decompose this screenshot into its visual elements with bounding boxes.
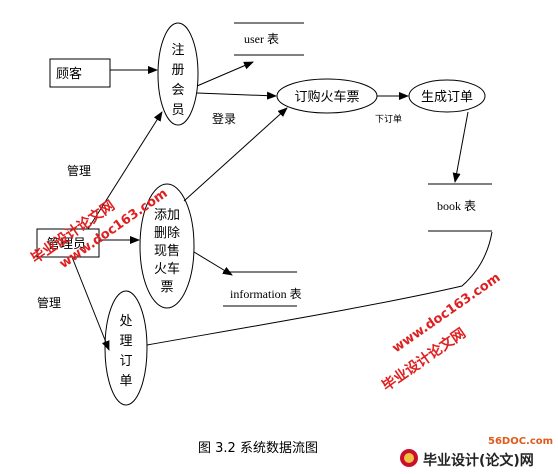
flow-create-order-to-book-table	[452, 111, 469, 183]
process-register-line-4: 员	[171, 103, 184, 118]
store-user-table: user 表	[234, 22, 304, 56]
flow-handle-order-to-book-table	[146, 231, 493, 346]
site-logo: 56DOC.com 毕业设计(论文)网	[400, 436, 553, 469]
process-handle-order: 处 理 订 单	[104, 290, 148, 406]
logo-small-text: 56DOC.com	[488, 436, 553, 447]
process-add-tickets-line-2: 删除	[154, 226, 180, 241]
process-order-line-1: 处	[119, 314, 132, 329]
process-add-tickets-line-1: 添加	[154, 208, 180, 223]
process-add-tickets-line-5: 票	[160, 280, 173, 295]
flow-register-to-book	[196, 91, 277, 100]
process-create-order: 生成订单	[408, 79, 486, 113]
store-information-label: information 表	[230, 287, 302, 301]
flow-admin-to-handle-order	[71, 256, 110, 351]
entity-customer-label: 顾客	[56, 66, 82, 82]
process-create-order-label: 生成订单	[421, 90, 473, 105]
process-order-line-4: 单	[119, 374, 132, 389]
entity-admin: 管理员	[36, 228, 100, 258]
entity-customer: 顾客	[49, 58, 111, 88]
entity-admin-label: 管理员	[47, 237, 86, 252]
flow-label-login: 登录	[212, 111, 236, 126]
process-order-line-3: 订	[119, 354, 132, 369]
store-user-label: user 表	[244, 32, 279, 46]
flow-add-tickets-to-book	[183, 107, 288, 202]
flow-label-manage-2: 管理	[37, 295, 61, 310]
flow-admin-to-register	[87, 111, 163, 230]
process-book-ticket: 订购火车票	[276, 78, 378, 114]
logo-large-text: 毕业设计(论文)网	[423, 452, 534, 469]
process-register-member: 注 册 会 员	[157, 22, 199, 126]
process-order-line-2: 理	[119, 334, 132, 349]
store-information-table: information 表	[223, 271, 302, 307]
figure-caption: 图 3.2 系统数据流图	[198, 441, 318, 456]
process-book-ticket-label: 订购火车票	[294, 89, 359, 105]
store-book-table: book 表	[428, 183, 492, 232]
store-book-label: book 表	[437, 199, 476, 213]
flow-arrows	[71, 61, 493, 351]
process-add-tickets-line-3: 现售	[154, 243, 180, 259]
watermark-right: 毕业设计论文网 www.doc163.com	[379, 270, 504, 394]
flow-add-tickets-to-information	[193, 251, 233, 276]
process-register-line-1: 注	[171, 43, 184, 58]
flow-register-to-user	[196, 61, 254, 87]
flow-label-place-order: 下订单	[375, 113, 402, 125]
process-add-delete-tickets: 添加 删除 现售 火车 票	[139, 183, 195, 309]
process-register-line-3: 会	[171, 83, 184, 98]
flow-label-manage-1: 管理	[67, 163, 91, 178]
process-register-line-2: 册	[171, 63, 184, 78]
process-add-tickets-line-4: 火车	[154, 261, 180, 277]
